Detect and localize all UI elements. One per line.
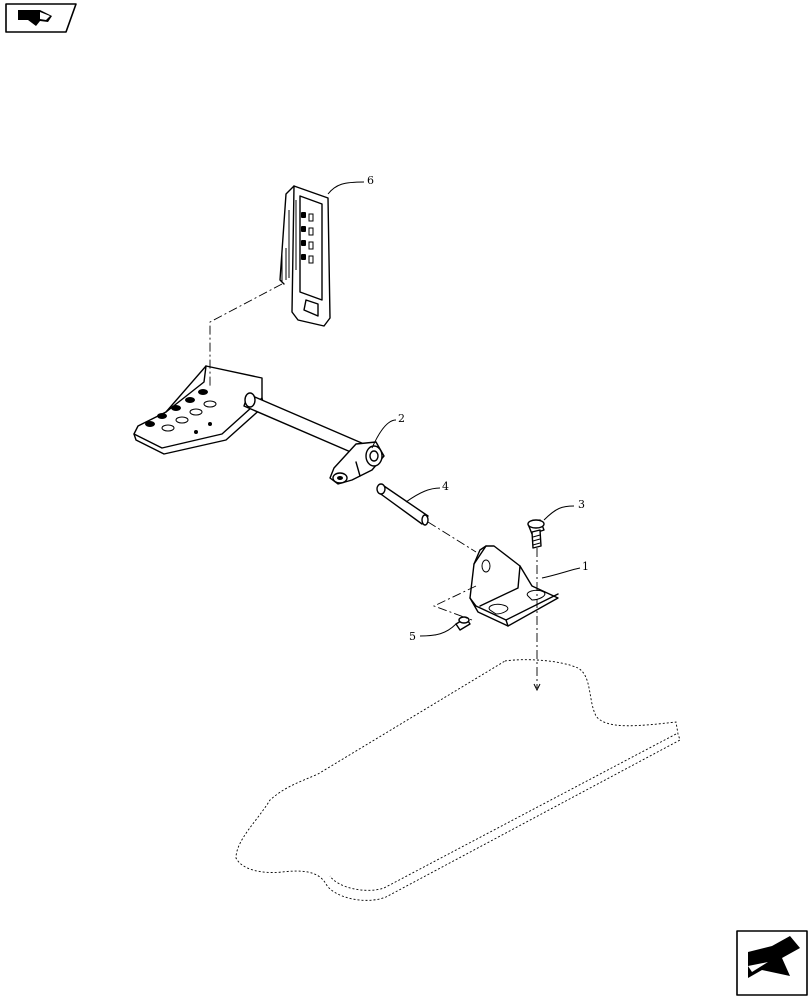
pedal-pad-grip-slots — [301, 212, 314, 264]
pedal-pad — [279, 185, 331, 327]
assembly-centerlines — [209, 283, 541, 692]
pedal-arm — [133, 365, 385, 485]
callout-3: 3 — [578, 498, 585, 511]
callout-6: 6 — [367, 174, 374, 187]
pivot-pin — [376, 483, 429, 526]
floor-mat-outline — [235, 659, 681, 901]
callout-1: 1 — [582, 560, 589, 573]
bolt — [527, 519, 545, 549]
next-page-arrow-icon[interactable] — [736, 930, 808, 996]
pedal-plate-slots — [145, 389, 217, 434]
callout-4: 4 — [442, 480, 449, 493]
callout-2: 2 — [398, 412, 405, 425]
leader-lines — [327, 181, 581, 637]
parts-catalog-logo-icon[interactable] — [5, 3, 77, 33]
callout-5: 5 — [409, 630, 416, 643]
cap-plug — [455, 616, 471, 631]
mounting-bracket — [469, 545, 559, 627]
